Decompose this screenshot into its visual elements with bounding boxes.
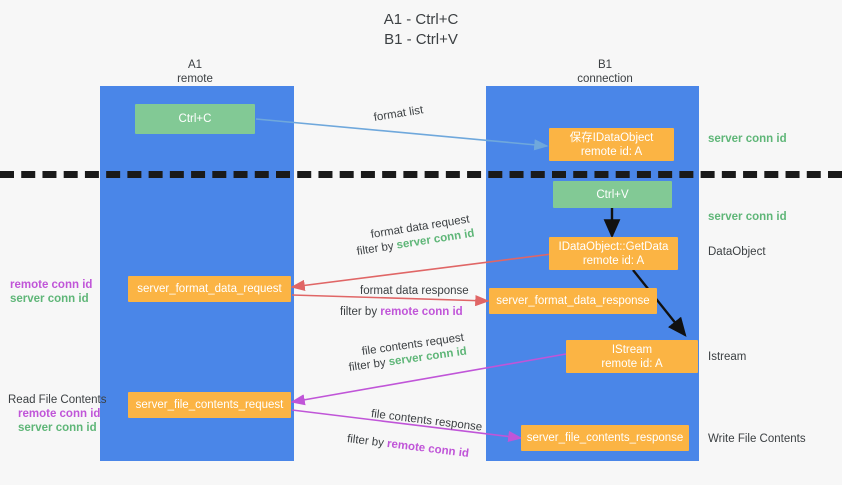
edge-label-format-list: format list	[372, 104, 425, 124]
node-server-format-data-response-label: server_format_data_response	[496, 295, 650, 307]
column-header-a1-sub: remote	[177, 73, 213, 85]
node-server-format-data-request[interactable]: server_format_data_request	[128, 276, 291, 302]
node-istream-line1: IStream	[611, 343, 653, 356]
filter-value-remote-conn-id: remote conn id	[380, 306, 463, 318]
right-note-dataobject: DataObject	[708, 246, 766, 258]
node-istream-line2: remote id: A	[601, 357, 663, 370]
filter-value-remote-conn-id: remote conn id	[386, 437, 470, 460]
column-header-a1-name: A1	[187, 59, 203, 71]
node-server-file-contents-request[interactable]: server_file_contents_request	[128, 392, 291, 418]
left-note-server-conn-id: server conn id	[10, 293, 89, 305]
column-header-b1-name: B1	[597, 59, 613, 71]
left-note-format-conn-ids: remote conn id server conn id	[10, 278, 92, 306]
left-note-read-file-contents: Read File Contents remote conn id server…	[8, 393, 106, 435]
node-ctrl-c[interactable]: Ctrl+C	[135, 104, 255, 134]
left-note-read-file-contents-heading: Read File Contents	[8, 394, 107, 406]
node-save-idataobject-line1: 保存IDataObject	[569, 131, 654, 144]
node-ctrl-v[interactable]: Ctrl+V	[553, 181, 672, 208]
node-istream[interactable]: IStream remote id: A	[566, 340, 698, 373]
node-ctrl-v-label: Ctrl+V	[596, 188, 629, 201]
right-note-server-conn-id-mid: server conn id	[708, 211, 787, 223]
edge-label-format-data-response: format data response	[360, 285, 469, 297]
right-note-server-conn-id-top: server conn id	[708, 133, 787, 145]
left-note-remote-conn-id: remote conn id	[10, 279, 93, 291]
edge-label-file-contents-response-filter: filter by remote conn id	[346, 432, 470, 462]
edge-label-format-data-response-filter: filter by remote conn id	[340, 305, 463, 320]
filter-prefix: filter by	[346, 433, 388, 450]
right-note-write-file-contents: Write File Contents	[708, 433, 806, 445]
title-line-2: B1 - Ctrl+V	[384, 31, 458, 48]
filter-prefix: filter by	[355, 239, 398, 258]
node-server-file-contents-response[interactable]: server_file_contents_response	[521, 425, 689, 451]
node-ctrl-c-label: Ctrl+C	[178, 113, 212, 125]
left-note-read-server-conn-id: server conn id	[18, 422, 97, 434]
left-note-read-remote-conn-id: remote conn id	[18, 408, 101, 420]
right-note-istream: Istream	[708, 351, 747, 363]
title-line-1: A1 - Ctrl+C	[383, 11, 459, 28]
node-save-idataobject[interactable]: 保存IDataObject remote id: A	[549, 128, 674, 161]
node-idataobject-getdata-line1: IDataObject::GetData	[558, 240, 669, 253]
phase-divider	[0, 171, 842, 178]
filter-prefix: filter by	[340, 306, 381, 318]
column-header-b1-sub: connection	[577, 73, 633, 85]
node-server-file-contents-request-label: server_file_contents_request	[135, 399, 284, 411]
node-server-format-data-request-label: server_format_data_request	[137, 283, 282, 295]
page-title: A1 - Ctrl+C B1 - Ctrl+V	[0, 10, 842, 50]
node-idataobject-getdata[interactable]: IDataObject::GetData remote id: A	[549, 237, 678, 270]
column-header-a1: A1 remote	[130, 58, 260, 86]
node-server-file-contents-response-label: server_file_contents_response	[526, 432, 684, 444]
node-server-format-data-response[interactable]: server_format_data_response	[489, 288, 657, 314]
node-save-idataobject-line2: remote id: A	[580, 145, 643, 158]
column-header-b1: B1 connection	[540, 58, 670, 86]
edge-label-file-contents-response: file contents response	[370, 408, 483, 434]
filter-prefix: filter by	[348, 356, 390, 374]
node-idataobject-getdata-line2: remote id: A	[582, 254, 645, 267]
